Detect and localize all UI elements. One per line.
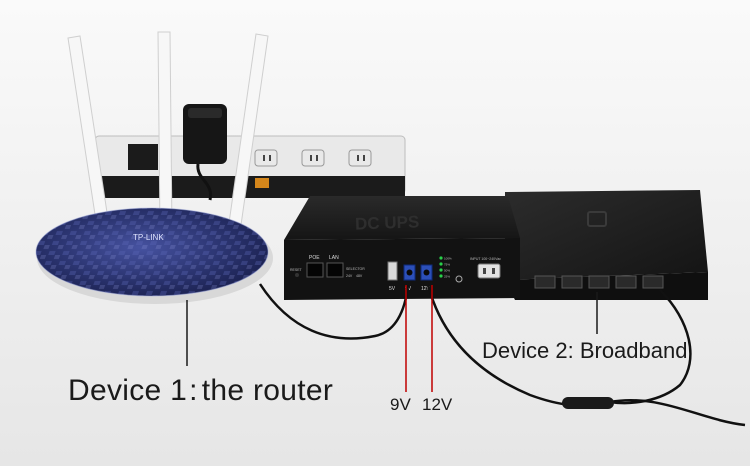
cable-splitter [562,397,614,409]
ups-label-24v: 24V [346,274,353,278]
ups-top-logo: DC UPS [355,212,420,233]
ups-ac-inlet [477,263,501,279]
ups-led-50: 50% [444,269,450,273]
router-separator: : [189,374,198,407]
router-desc-label: the router [201,374,334,407]
ups-label-poe: POE [309,255,320,261]
ups-led-75: 75% [444,263,450,267]
ups-port-poe [306,262,324,278]
ups-label-reset: RESET [290,268,303,272]
ups-label-48v: 48V [356,274,363,278]
ups-port-lan [326,262,344,278]
output-9v-caption: 9V [390,395,411,414]
power-strip-sockets [254,149,372,167]
router: TP-LINK [35,207,273,304]
ups-port-5v [387,261,398,281]
broadband-caption: Device 2: Broadband [482,338,688,363]
ups-led-25: 25% [444,275,450,279]
ups-reset-hole [295,273,299,277]
ups-battery-leds: 100% 75% 50% 25% [439,256,452,279]
ups-led-100: 100% [444,257,452,261]
ups-label-12v: 12V [421,286,431,292]
dc-ups: DC UPS POE LAN RESET SELECTOR 24V 48V 5V… [284,196,520,300]
router-device-label: Device 1 [68,374,188,407]
ups-label-lan: LAN [329,255,339,261]
ups-power-button [455,275,463,283]
broadband-ports [534,275,664,289]
ups-label-input: INPUT 100~240Vac [470,257,501,261]
ups-label-5v: 5V [389,286,396,292]
ups-label-selector: SELECTOR [346,267,365,271]
router-brand: TP-LINK [133,233,164,242]
router-caption: Device 1:the router [68,374,333,408]
broadband-modem [505,190,708,300]
output-12v-caption: 12V [422,395,453,414]
plug-adapter [183,104,227,201]
